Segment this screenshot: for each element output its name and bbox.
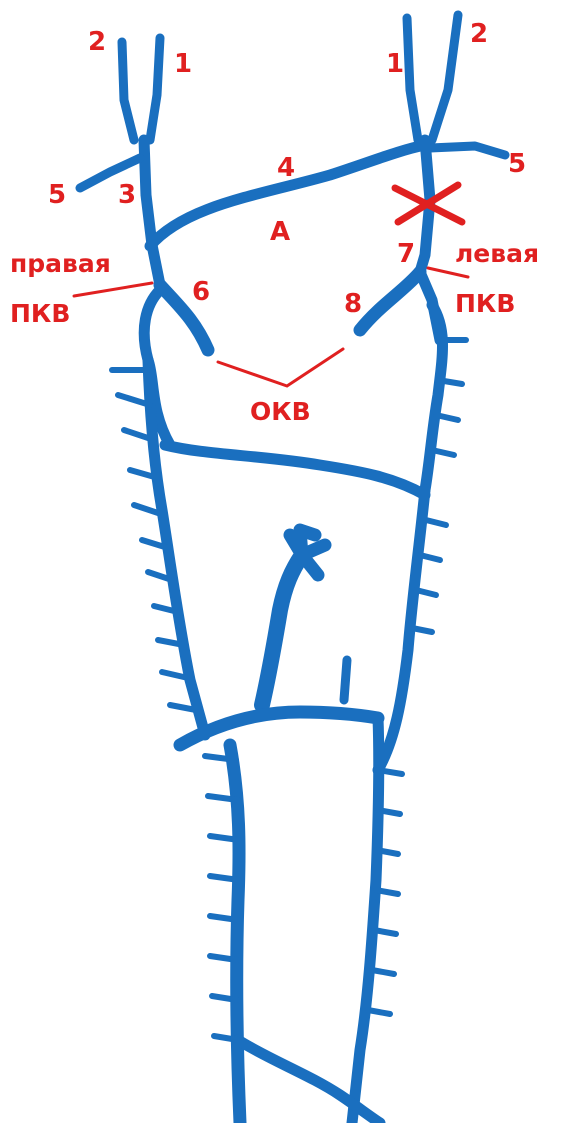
lower-bridge [180,712,378,745]
label-4: 4 [277,153,295,183]
label-2-right: 2 [470,19,488,49]
label-left-pkv-line1: левая [455,239,539,268]
label-right-pkv-line1: правая [10,249,111,278]
vein-2-right [432,15,458,140]
annotations: 2 1 1 2 5 3 4 5 А 7 6 8 правая ПКВ левая… [10,19,539,426]
right-pkv-pointer [74,283,152,296]
vein-5-right [430,146,505,155]
label-5-right: 5 [508,149,526,179]
vein-8 [360,272,420,330]
label-3: 3 [118,180,136,210]
label-2-left: 2 [88,27,106,57]
label-okv: ОКВ [250,397,311,426]
label-left-pkv-line2: ПКВ [455,289,515,318]
label-1-right: 1 [386,49,404,79]
vein-2-left [122,42,134,140]
label-8: 8 [344,289,362,319]
label-a: А [270,217,290,247]
okv-pointer [218,349,343,386]
label-7: 7 [397,239,415,269]
lower-right-trunk [352,718,379,1123]
crossing-vein [165,445,425,495]
vein-3 [144,140,160,285]
small-branch [344,660,347,700]
vein-1-right [407,18,418,140]
label-6: 6 [192,277,210,307]
label-5-left: 5 [48,180,66,210]
label-right-pkv-line2: ПКВ [10,299,70,328]
left-pkv-pointer [428,268,468,277]
label-1-left: 1 [174,49,192,79]
vein-1-left [150,38,160,140]
perforator-vein [262,555,302,705]
